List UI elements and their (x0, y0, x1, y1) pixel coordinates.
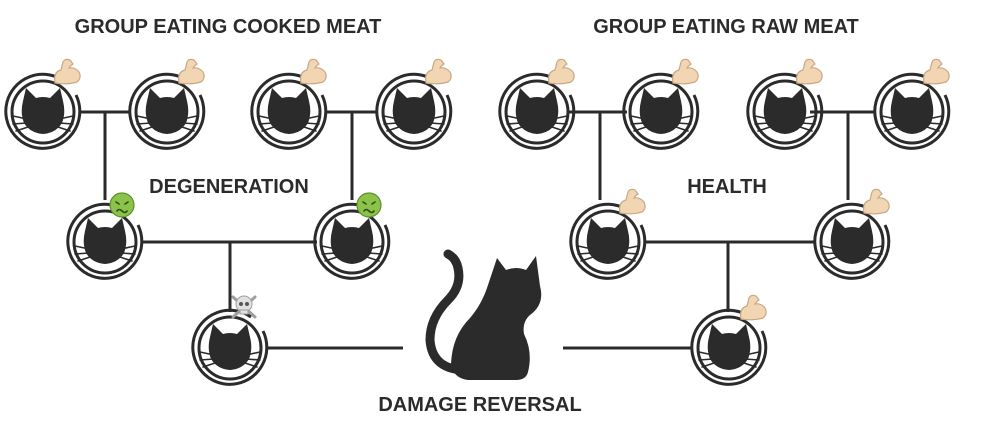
cat-node (500, 58, 575, 148)
skull-crossbones-icon (231, 294, 257, 319)
cat-node (193, 294, 267, 384)
flexed-biceps-icon (671, 58, 699, 85)
cat-node (875, 58, 950, 148)
degeneration-label: DEGENERATION (149, 176, 309, 198)
cat-node (571, 188, 646, 278)
nauseated-face-icon (109, 192, 135, 218)
cat-node (68, 192, 142, 278)
flexed-biceps-icon (618, 188, 646, 215)
cat-node (130, 58, 205, 148)
flexed-biceps-icon (425, 58, 452, 85)
health-label: HEALTH (687, 176, 767, 198)
flexed-biceps-icon (795, 58, 823, 85)
cat-node (252, 58, 327, 148)
left-group-title: GROUP EATING COOKED MEAT (75, 16, 382, 38)
flexed-biceps-icon (178, 58, 205, 85)
flexed-biceps-icon (862, 188, 890, 215)
cat-node (377, 58, 452, 148)
cat-node (815, 188, 890, 278)
connector-lines (80, 110, 876, 350)
flexed-biceps-icon (739, 294, 767, 321)
damage-reversal-label: DAMAGE REVERSAL (378, 394, 581, 416)
cat-node (624, 58, 699, 148)
flexed-biceps-icon (53, 58, 81, 85)
cat-node (6, 58, 81, 148)
flexed-biceps-icon (300, 58, 327, 85)
sitting-cat-icon (425, 249, 542, 380)
right-group-title: GROUP EATING RAW MEAT (593, 16, 859, 38)
flexed-biceps-icon (547, 58, 575, 85)
flexed-biceps-icon (922, 58, 950, 85)
nauseated-face-icon (356, 192, 382, 218)
cat-node (748, 58, 823, 148)
cat-node (315, 192, 389, 278)
